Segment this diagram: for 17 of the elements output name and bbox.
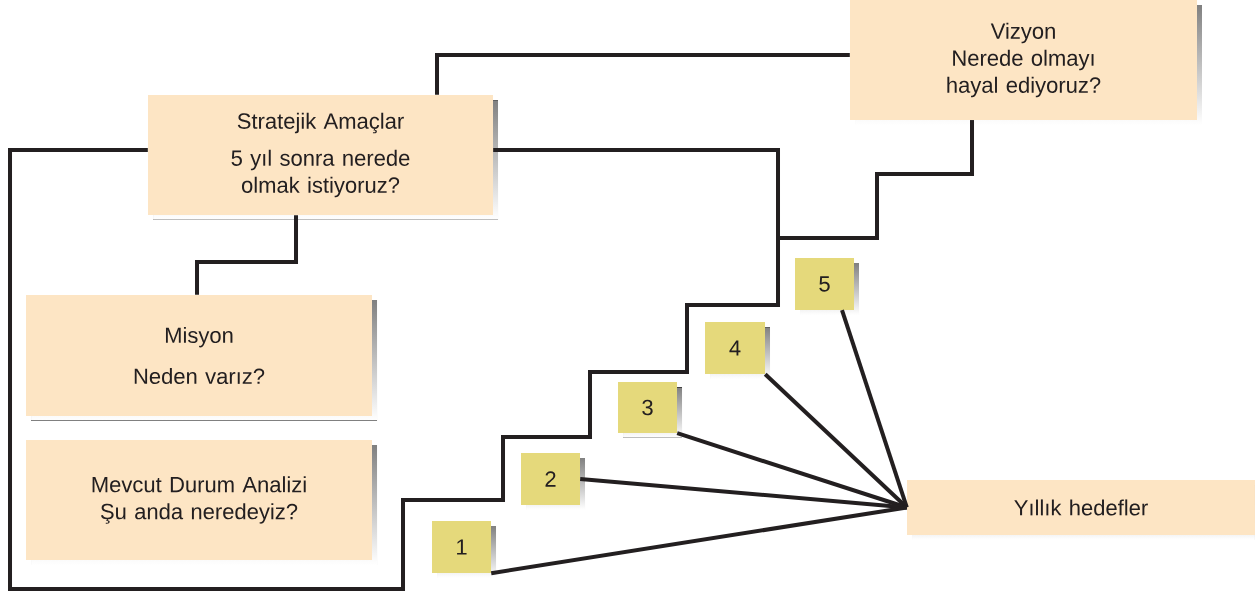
number-box: 3	[618, 382, 677, 433]
text-box: Misyon Neden varız?	[26, 295, 372, 416]
text-box: Yıllık hedefler	[907, 480, 1255, 535]
number-box: 2	[521, 453, 580, 505]
text-box: Mevcut Durum Analizi Şu anda neredeyiz?	[26, 440, 372, 560]
connector-line	[195, 215, 298, 295]
connector-line	[435, 53, 850, 95]
text-box: Stratejik Amaçlar 5 yıl sonra nerede olmak istiyoruz?	[148, 95, 493, 215]
number-box: 4	[705, 322, 765, 374]
connector-line	[490, 505, 908, 576]
connector-line	[580, 477, 907, 510]
connector-line	[493, 120, 974, 240]
text-box: Vizyon Nerede olmayı hayal ediyoruz?	[850, 0, 1197, 120]
connector-line	[763, 372, 909, 509]
number-box: 5	[795, 258, 854, 310]
connector-line	[840, 309, 909, 509]
number-box: 1	[432, 521, 491, 573]
